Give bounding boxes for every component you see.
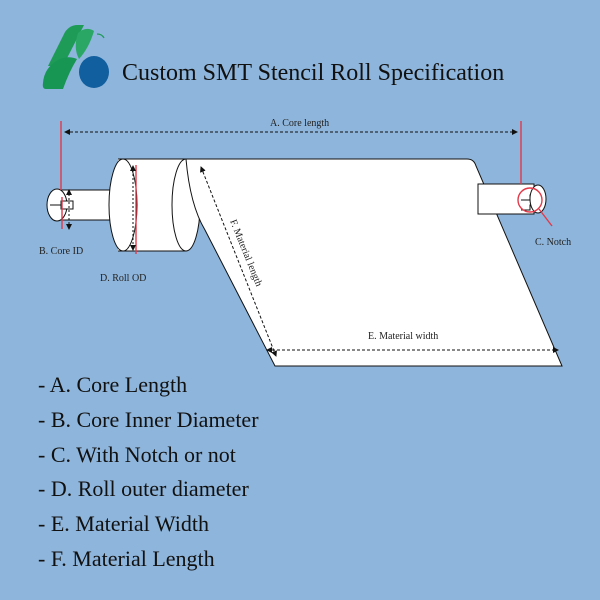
- notch-leader-line: [538, 208, 553, 227]
- material-width-label: E. Material width: [368, 331, 438, 342]
- dimension-lines: [64, 129, 559, 357]
- spec-item-material-length: - F. Material Length: [38, 545, 215, 571]
- page-title: Custom SMT Stencil Roll Specification: [122, 60, 505, 86]
- notch-label: C. Notch: [535, 237, 571, 248]
- core-id-label: B. Core ID: [39, 246, 83, 257]
- stencil-roll-illustration: [46, 158, 563, 367]
- spec-item-material-width: - E. Material Width: [38, 511, 209, 537]
- right-core-end: [529, 184, 547, 214]
- notch-highlight-circle: [517, 187, 543, 213]
- material-length-dimension: [200, 166, 277, 357]
- spec-item-core-inner-diameter: - B. Core Inner Diameter: [38, 406, 259, 432]
- core-length-label: A. Core length: [270, 118, 329, 129]
- specification-list: - A. Core Length - B. Core Inner Diamete…: [38, 374, 259, 583]
- spec-item-notch: - C. With Notch or not: [38, 441, 236, 467]
- spec-item-roll-outer-diameter: - D. Roll outer diameter: [38, 476, 249, 502]
- roll-left-face: [108, 158, 138, 252]
- material-sheet: [185, 158, 563, 367]
- company-logo-icon: [42, 25, 109, 89]
- red-guides: [60, 121, 553, 254]
- spec-item-core-length: - A. Core Length: [38, 372, 188, 397]
- roll-od-label: D. Roll OD: [100, 273, 146, 284]
